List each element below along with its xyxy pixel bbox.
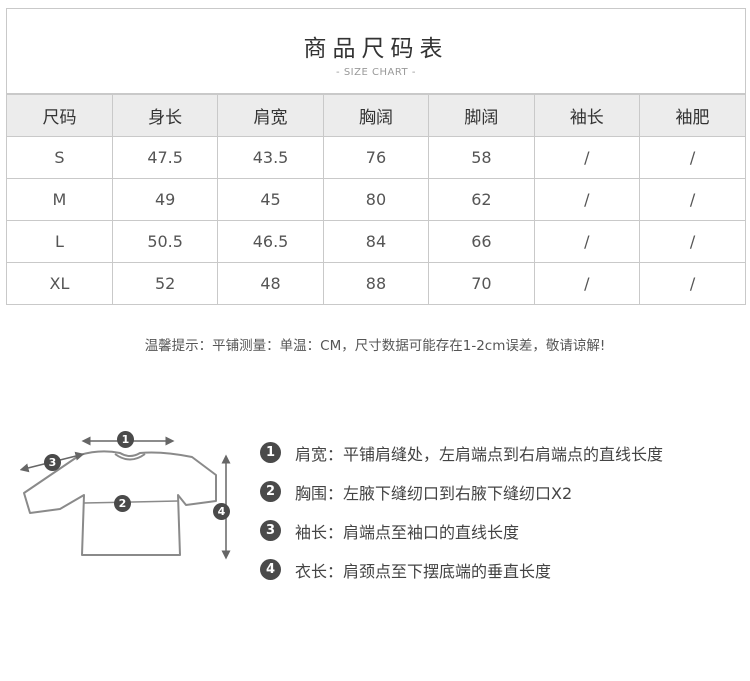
table-cell: /: [533, 178, 641, 221]
column-header-size: 尺码: [7, 94, 113, 137]
table-cell: L: [7, 220, 113, 263]
size-chart-title: 商品尺码表: [303, 36, 449, 62]
column-header-shoulder: 肩宽: [217, 94, 324, 137]
table-cell: 88: [322, 262, 430, 304]
diagram-marker-2: 2: [114, 495, 131, 512]
legend-text: 胸围：左腋下缝纫口到右腋下缝纫口X2: [295, 483, 573, 503]
measurement-tip: 温馨提示：平铺测量：单温：CM，尺寸数据可能存在1-2cm误差，敬请谅解!: [144, 338, 606, 354]
table-row: L 50.5 46.5 84 66 / /: [7, 220, 745, 263]
table-cell: XL: [7, 262, 113, 304]
table-cell: 50.5: [111, 220, 219, 263]
size-chart: 商品尺码表 - SIZE CHART - 尺码 身长 肩宽 胸阔 脚阔 袖长 袖…: [6, 8, 746, 305]
legend-text: 肩宽：平铺肩缝处，左肩端点到右肩端点的直线长度: [295, 444, 664, 464]
legend-text: 袖长：肩端点至袖口的直线长度: [295, 522, 520, 542]
measurement-legend: 1 肩宽：平铺肩缝处，左肩端点到右肩端点的直线长度 2 胸围：左腋下缝纫口到右腋…: [260, 433, 740, 589]
legend-text: 衣长：肩颈点至下摆底端的垂直长度: [295, 561, 552, 581]
legend-item: 1 肩宽：平铺肩缝处，左肩端点到右肩端点的直线长度: [260, 433, 740, 472]
size-table: 尺码 身长 肩宽 胸阔 脚阔 袖长 袖肥 S 47.5 43.5 76 58 /…: [7, 94, 745, 304]
table-cell: 45: [217, 178, 324, 221]
table-cell: 70: [428, 262, 535, 304]
table-cell: 48: [217, 262, 324, 304]
column-header-sleeve-width: 袖肥: [639, 94, 745, 137]
size-chart-subtitle: - SIZE CHART -: [336, 67, 416, 78]
legend-item: 3 袖长：肩端点至袖口的直线长度: [260, 511, 740, 550]
table-cell: /: [639, 262, 745, 304]
legend-number-badge: 2: [260, 481, 281, 502]
table-cell: 47.5: [111, 136, 219, 179]
table-cell: 84: [322, 220, 430, 263]
table-row: M 49 45 80 62 / /: [7, 178, 745, 221]
table-cell: 58: [428, 136, 535, 179]
table-cell: /: [533, 136, 641, 179]
column-header-hem: 脚阔: [428, 94, 535, 137]
table-cell: 80: [322, 178, 430, 221]
table-cell: 43.5: [217, 136, 324, 179]
table-cell: /: [533, 262, 641, 304]
table-row: XL 52 48 88 70 / /: [7, 262, 745, 304]
size-chart-header: 商品尺码表 - SIZE CHART -: [7, 9, 745, 94]
table-cell: /: [639, 178, 745, 221]
table-cell: 66: [428, 220, 535, 263]
legend-item: 4 衣长：肩颈点至下摆底端的垂直长度: [260, 550, 740, 589]
table-cell: 62: [428, 178, 535, 221]
garment-diagram: 1 2 3 4: [19, 425, 240, 565]
table-row: S 47.5 43.5 76 58 / /: [7, 136, 745, 179]
table-cell: 49: [111, 178, 219, 221]
table-cell: /: [533, 220, 641, 263]
table-cell: M: [7, 178, 113, 221]
table-cell: 46.5: [217, 220, 324, 263]
table-cell: 76: [322, 136, 430, 179]
diagram-marker-1: 1: [117, 431, 134, 448]
table-header-row: 尺码 身长 肩宽 胸阔 脚阔 袖长 袖肥: [7, 94, 745, 137]
table-cell: /: [639, 136, 745, 179]
legend-number-badge: 3: [260, 520, 281, 541]
legend-item: 2 胸围：左腋下缝纫口到右腋下缝纫口X2: [260, 472, 740, 511]
column-header-chest: 胸阔: [322, 94, 430, 137]
diagram-marker-3: 3: [44, 454, 61, 471]
table-cell: S: [7, 136, 113, 179]
column-header-length: 身长: [111, 94, 219, 137]
table-cell: 52: [111, 262, 219, 304]
legend-number-badge: 1: [260, 442, 281, 463]
table-cell: /: [639, 220, 745, 263]
legend-number-badge: 4: [260, 559, 281, 580]
diagram-marker-4: 4: [213, 503, 230, 520]
column-header-sleeve-length: 袖长: [533, 94, 641, 137]
